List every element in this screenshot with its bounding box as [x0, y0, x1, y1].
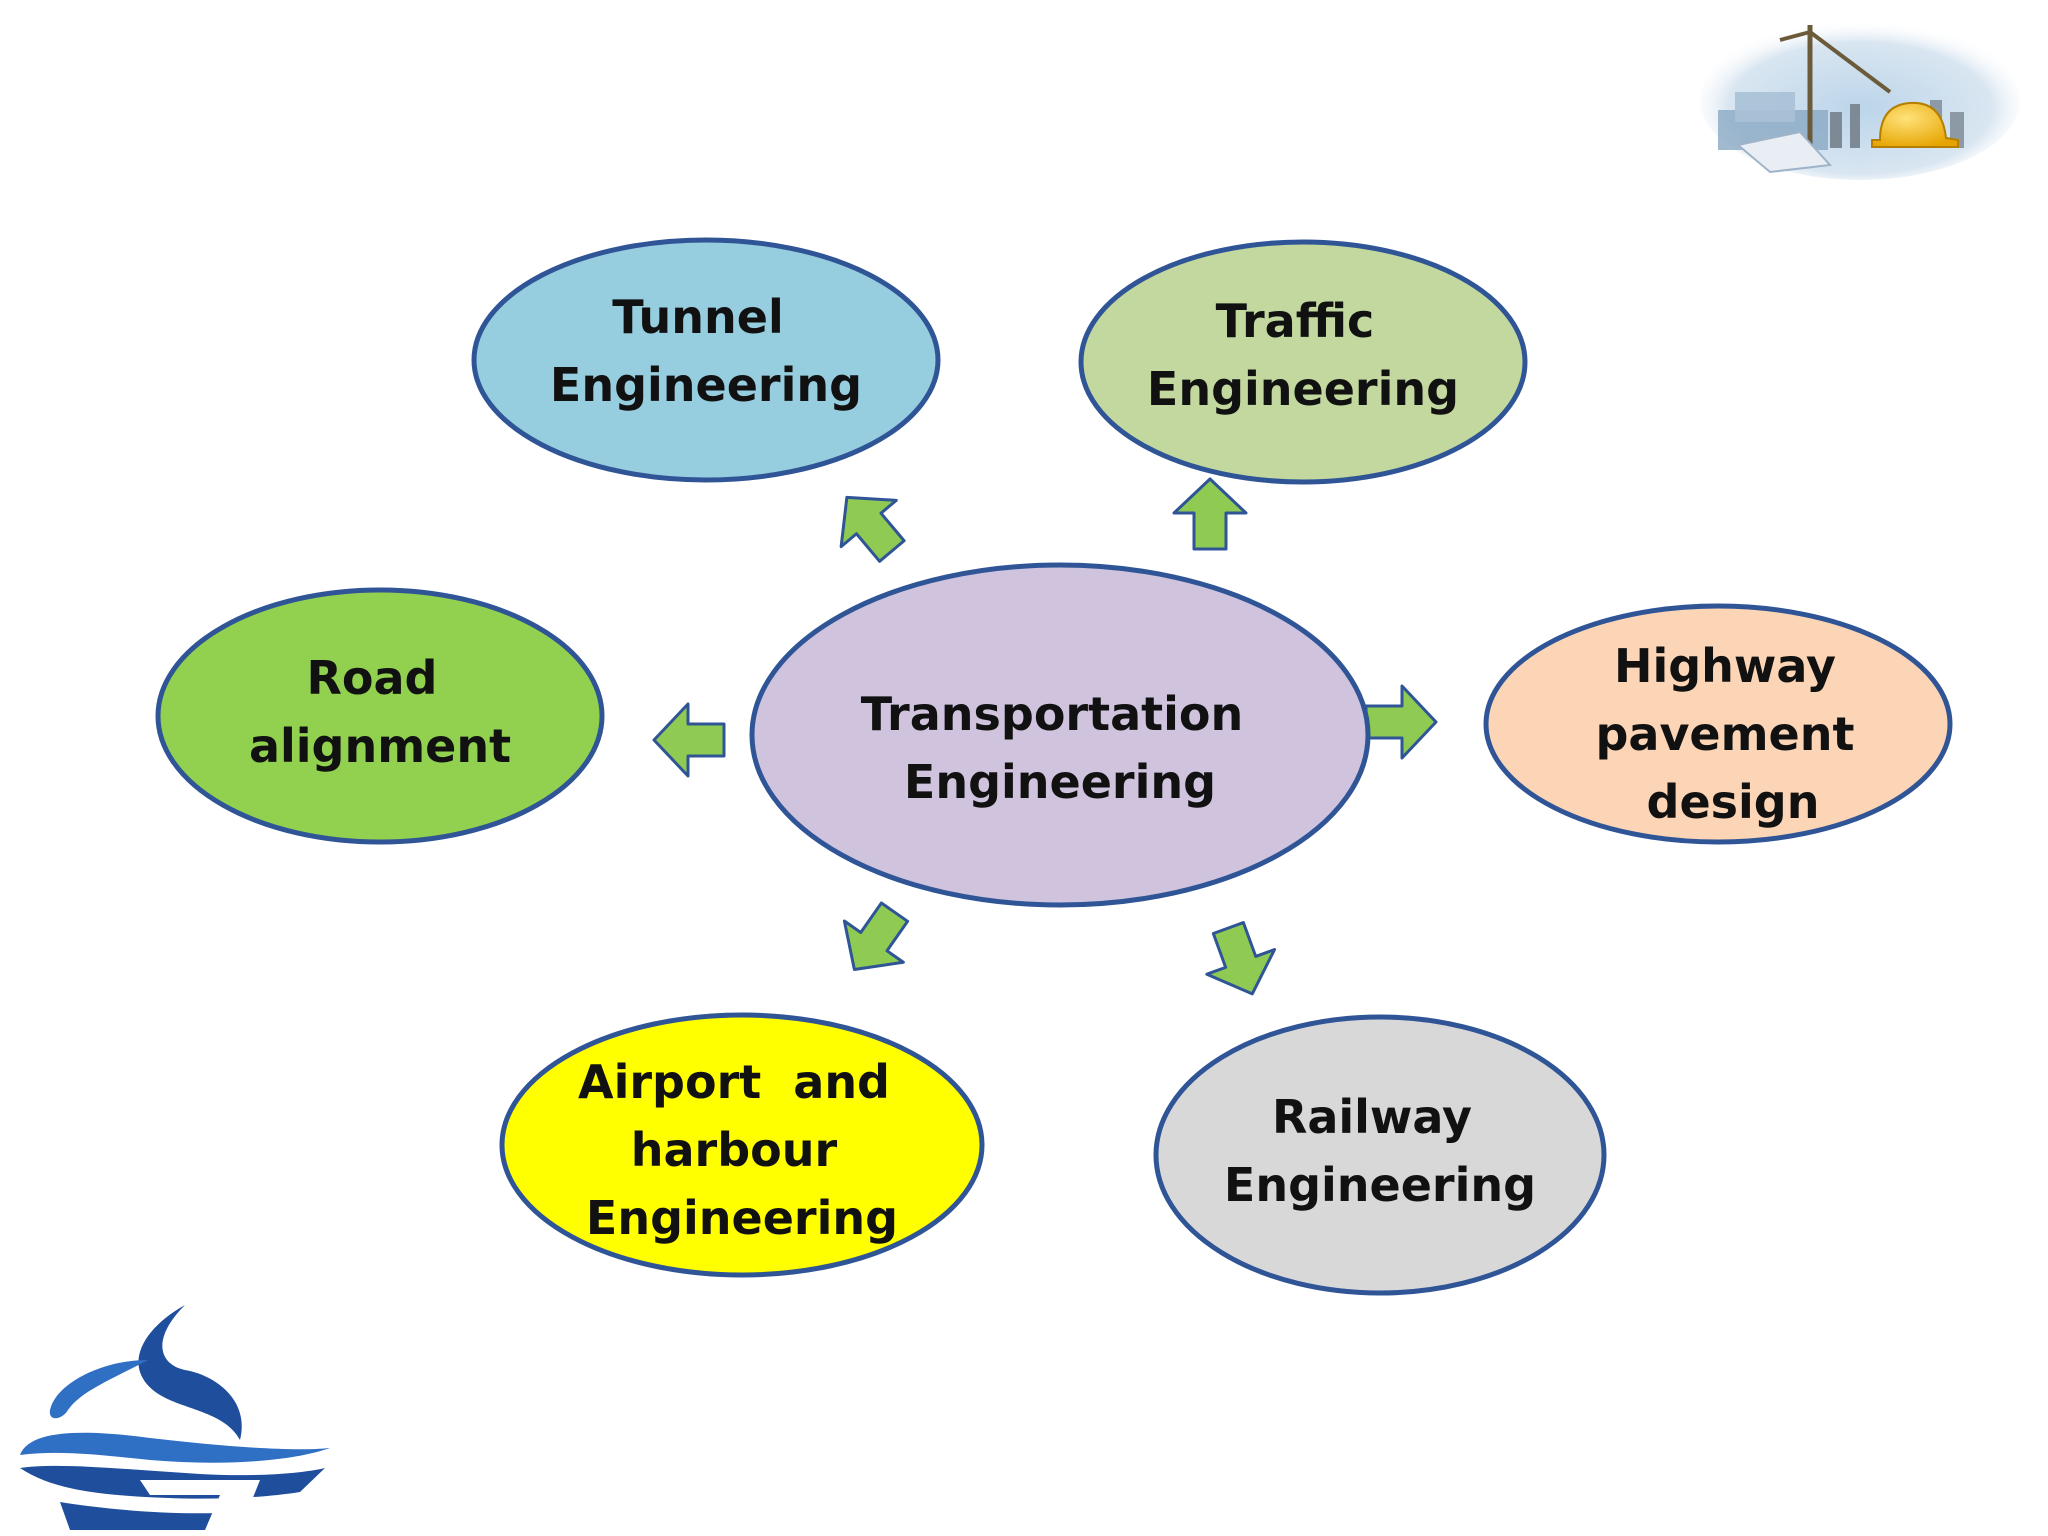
node-label-line: Traffic [1216, 294, 1375, 348]
node-label-line: Road [306, 651, 437, 705]
arrow-to-road [652, 702, 726, 778]
arrow-to-airport [842, 901, 910, 971]
node-label-line: Railway [1272, 1090, 1472, 1144]
node-label-line: Engineering [904, 755, 1216, 809]
node-transportation-engineering: Transportation Engineering [749, 562, 1371, 908]
college-logo [20, 1305, 330, 1530]
svg-text:Tunnel Engineering: Tunnel Engineering [550, 290, 862, 412]
node-label-line: Engineering [586, 1191, 898, 1245]
svg-text:Railway Engineering: Railway Engineering [1224, 1090, 1536, 1212]
node-label-line: harbour [631, 1123, 838, 1177]
node-label-line: alignment [249, 719, 511, 773]
node-label-line: Engineering [1147, 362, 1459, 416]
node-shape [499, 1012, 985, 1278]
node-tunnel-engineering: Tunnel Engineering [471, 237, 941, 483]
node-railway-engineering: Railway Engineering [1153, 1014, 1607, 1296]
node-road-alignment: Road alignment [155, 587, 605, 845]
node-shape [1153, 1014, 1607, 1296]
node-label-line: pavement [1595, 707, 1854, 761]
node-shape [155, 587, 605, 845]
node-label-line: Engineering [1224, 1158, 1536, 1212]
svg-text:Transportation Enginee: Transportation Engineering [861, 687, 1260, 809]
arrow-to-highway [1364, 684, 1438, 760]
node-label-line: Airport and [578, 1055, 890, 1109]
arrow-to-tunnel [839, 495, 906, 563]
node-label-line: design [1647, 775, 1820, 829]
node-shape [1078, 239, 1528, 485]
svg-text:Highway pavement: Highway pavement design [1595, 639, 1870, 829]
node-shape [1483, 603, 1953, 845]
node-shape [471, 237, 941, 483]
arrow-to-railway [1205, 921, 1277, 996]
node-highway-pavement-design: Highway pavement design [1483, 603, 1953, 845]
node-shape [749, 562, 1371, 908]
node-label-line: Transportation [861, 687, 1244, 741]
node-label-line: Tunnel [612, 290, 784, 344]
node-label-line: Engineering [550, 358, 862, 412]
arrow-to-traffic [1172, 477, 1248, 551]
node-label-line: Highway [1614, 639, 1836, 693]
node-traffic-engineering: Traffic Engineering [1078, 239, 1528, 485]
svg-text:Road alignment: Road alignment [249, 651, 511, 773]
svg-text:Traffic Engineering: Traffic Engineering [1147, 294, 1459, 416]
node-airport-harbour-engineering: Airport and harbour Engineering [499, 1012, 985, 1278]
svg-text:Airport and harbour: Airport and harbour Engineering [578, 1055, 906, 1245]
construction-site-image [1700, 20, 2020, 180]
